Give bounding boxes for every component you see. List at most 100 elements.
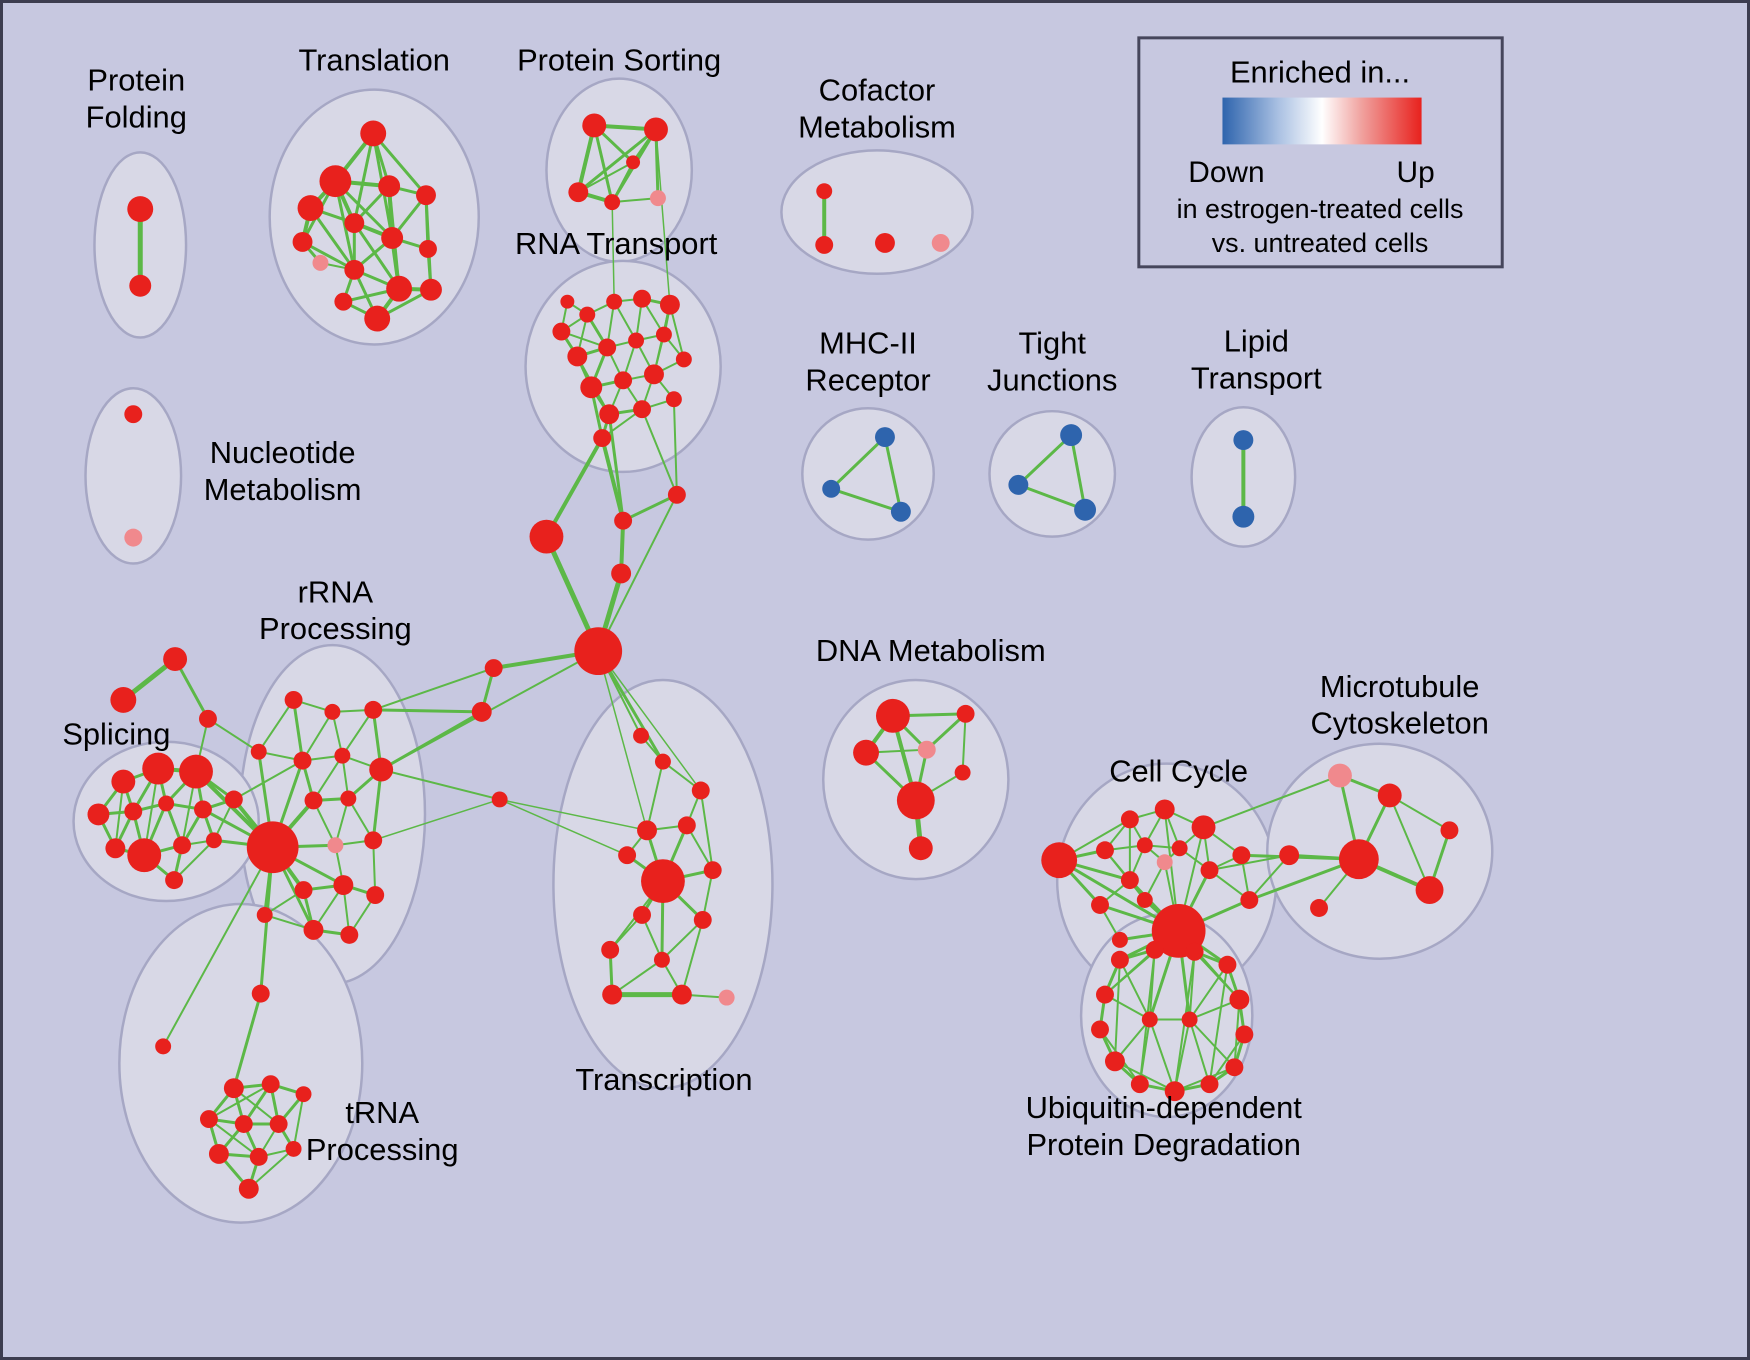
- network-node-hub: [574, 627, 623, 676]
- network-edge: [232, 759, 304, 801]
- network-edge: [1103, 948, 1156, 996]
- network-node-t13: [420, 278, 442, 301]
- network-node-m3: [1279, 845, 1300, 866]
- network-node-tr8: [269, 1115, 288, 1133]
- network-edge: [607, 412, 625, 523]
- network-node-mh3: [890, 501, 911, 522]
- cluster-label-ubiquitin-degradation: Protein Degradation: [1026, 1127, 1300, 1162]
- network-node-t7: [381, 227, 404, 249]
- network-edge: [1069, 433, 1087, 512]
- network-node-r16: [303, 919, 324, 940]
- cluster-label-cofactor-metabolism: Metabolism: [798, 109, 956, 144]
- network-edge: [646, 760, 664, 832]
- network-node-rt17: [560, 294, 575, 309]
- network-node-t12: [386, 275, 413, 302]
- network-edge: [173, 839, 215, 882]
- network-node-u1: [1110, 950, 1129, 969]
- network-edge: [1016, 483, 1087, 512]
- network-edge: [1016, 433, 1073, 487]
- legend-caption-line2: vs. untreated cells: [1212, 228, 1429, 258]
- network-node-tc11: [693, 910, 712, 929]
- network-node-t3: [297, 195, 324, 222]
- network-node-tr2: [155, 1038, 172, 1055]
- network-node-rt2: [579, 306, 596, 323]
- network-node-tr9: [208, 1143, 229, 1164]
- cluster-label-transcription: Transcription: [575, 1062, 752, 1097]
- network-edge: [372, 798, 501, 842]
- network-node-r14: [333, 875, 354, 896]
- network-node-x2: [110, 686, 137, 713]
- network-node-mh1: [875, 427, 895, 448]
- network-node-c2: [614, 511, 633, 530]
- network-edge: [1388, 794, 1431, 892]
- network-edge: [655, 128, 671, 306]
- network-node-tc8: [641, 859, 685, 904]
- network-edge: [1148, 1018, 1176, 1093]
- network-node-tr7: [234, 1115, 253, 1133]
- cluster-label-splicing: Splicing: [62, 717, 170, 752]
- network-node-s10: [127, 838, 162, 873]
- network-node-r9: [304, 791, 323, 810]
- network-node-r13: [294, 881, 313, 900]
- cluster-label-cofactor-metabolism: Cofactor: [819, 73, 936, 108]
- network-node-mh2: [822, 479, 841, 498]
- network-edge: [680, 918, 704, 996]
- cluster-label-rrna-processing: rRNA: [298, 574, 374, 609]
- cluster-label-protein-folding: Folding: [86, 99, 187, 134]
- network-edge: [352, 221, 401, 291]
- network-node-tc14: [602, 984, 623, 1005]
- legend-down-label: Down: [1188, 156, 1264, 189]
- network-node-t5: [416, 185, 436, 206]
- network-node-cc5: [1096, 841, 1114, 860]
- network-node-t11: [344, 259, 365, 280]
- network-node-m7: [1440, 821, 1459, 840]
- network-edge: [292, 1093, 305, 1150]
- network-node-cc15: [1240, 891, 1259, 909]
- network-node-pf2: [129, 274, 152, 297]
- network-node-r2: [324, 703, 341, 720]
- network-node-rt3: [606, 293, 623, 310]
- network-edge: [1193, 950, 1241, 1001]
- network-edge: [334, 797, 350, 847]
- network-node-tr5: [295, 1086, 312, 1103]
- network-node-u14: [1141, 1011, 1158, 1028]
- network-node-cc3: [1154, 799, 1175, 820]
- cluster-cofactor-metabolism: [780, 149, 974, 276]
- network-edge: [1202, 774, 1341, 829]
- network-node-s12: [205, 832, 222, 849]
- network-node-c4: [611, 563, 632, 584]
- network-node-ps1: [582, 113, 607, 138]
- network-edge: [372, 667, 495, 711]
- cluster-label-lipid-transport: Lipid: [1224, 323, 1289, 358]
- network-node-u9: [1104, 1051, 1125, 1072]
- cluster-rna-transport: [524, 259, 722, 474]
- cluster-label-translation: Translation: [298, 43, 450, 78]
- cluster-label-cell-cycle: Cell Cycle: [1109, 754, 1248, 789]
- network-node-m5: [1415, 876, 1444, 905]
- network-edge: [257, 698, 295, 753]
- network-node-u8: [1235, 1025, 1254, 1044]
- network-node-tc5: [637, 820, 657, 841]
- network-node-cc8: [1156, 854, 1173, 871]
- network-node-s3: [179, 754, 213, 789]
- network-node-t6: [344, 213, 365, 233]
- network-node-nm1: [124, 405, 143, 424]
- network-node-t10: [312, 254, 329, 271]
- cluster-label-mhc-ii-receptor: MHC-II: [819, 325, 917, 360]
- cluster-label-nucleotide-metabolism: Nucleotide: [210, 435, 356, 470]
- network-node-rt10: [580, 376, 603, 399]
- network-edge: [301, 710, 334, 762]
- network-node-r18: [256, 906, 273, 923]
- network-node-d7: [908, 836, 933, 861]
- network-node-t2: [319, 165, 352, 198]
- network-node-cc9: [1120, 871, 1139, 890]
- network-node-ps5: [649, 190, 666, 207]
- network-node-tj1: [1060, 424, 1083, 447]
- network-edge: [1118, 958, 1151, 1021]
- network-node-rt7: [598, 338, 617, 357]
- network-node-lt2: [1232, 505, 1255, 528]
- network-node-r11: [327, 837, 344, 854]
- network-node-rt4: [633, 289, 651, 308]
